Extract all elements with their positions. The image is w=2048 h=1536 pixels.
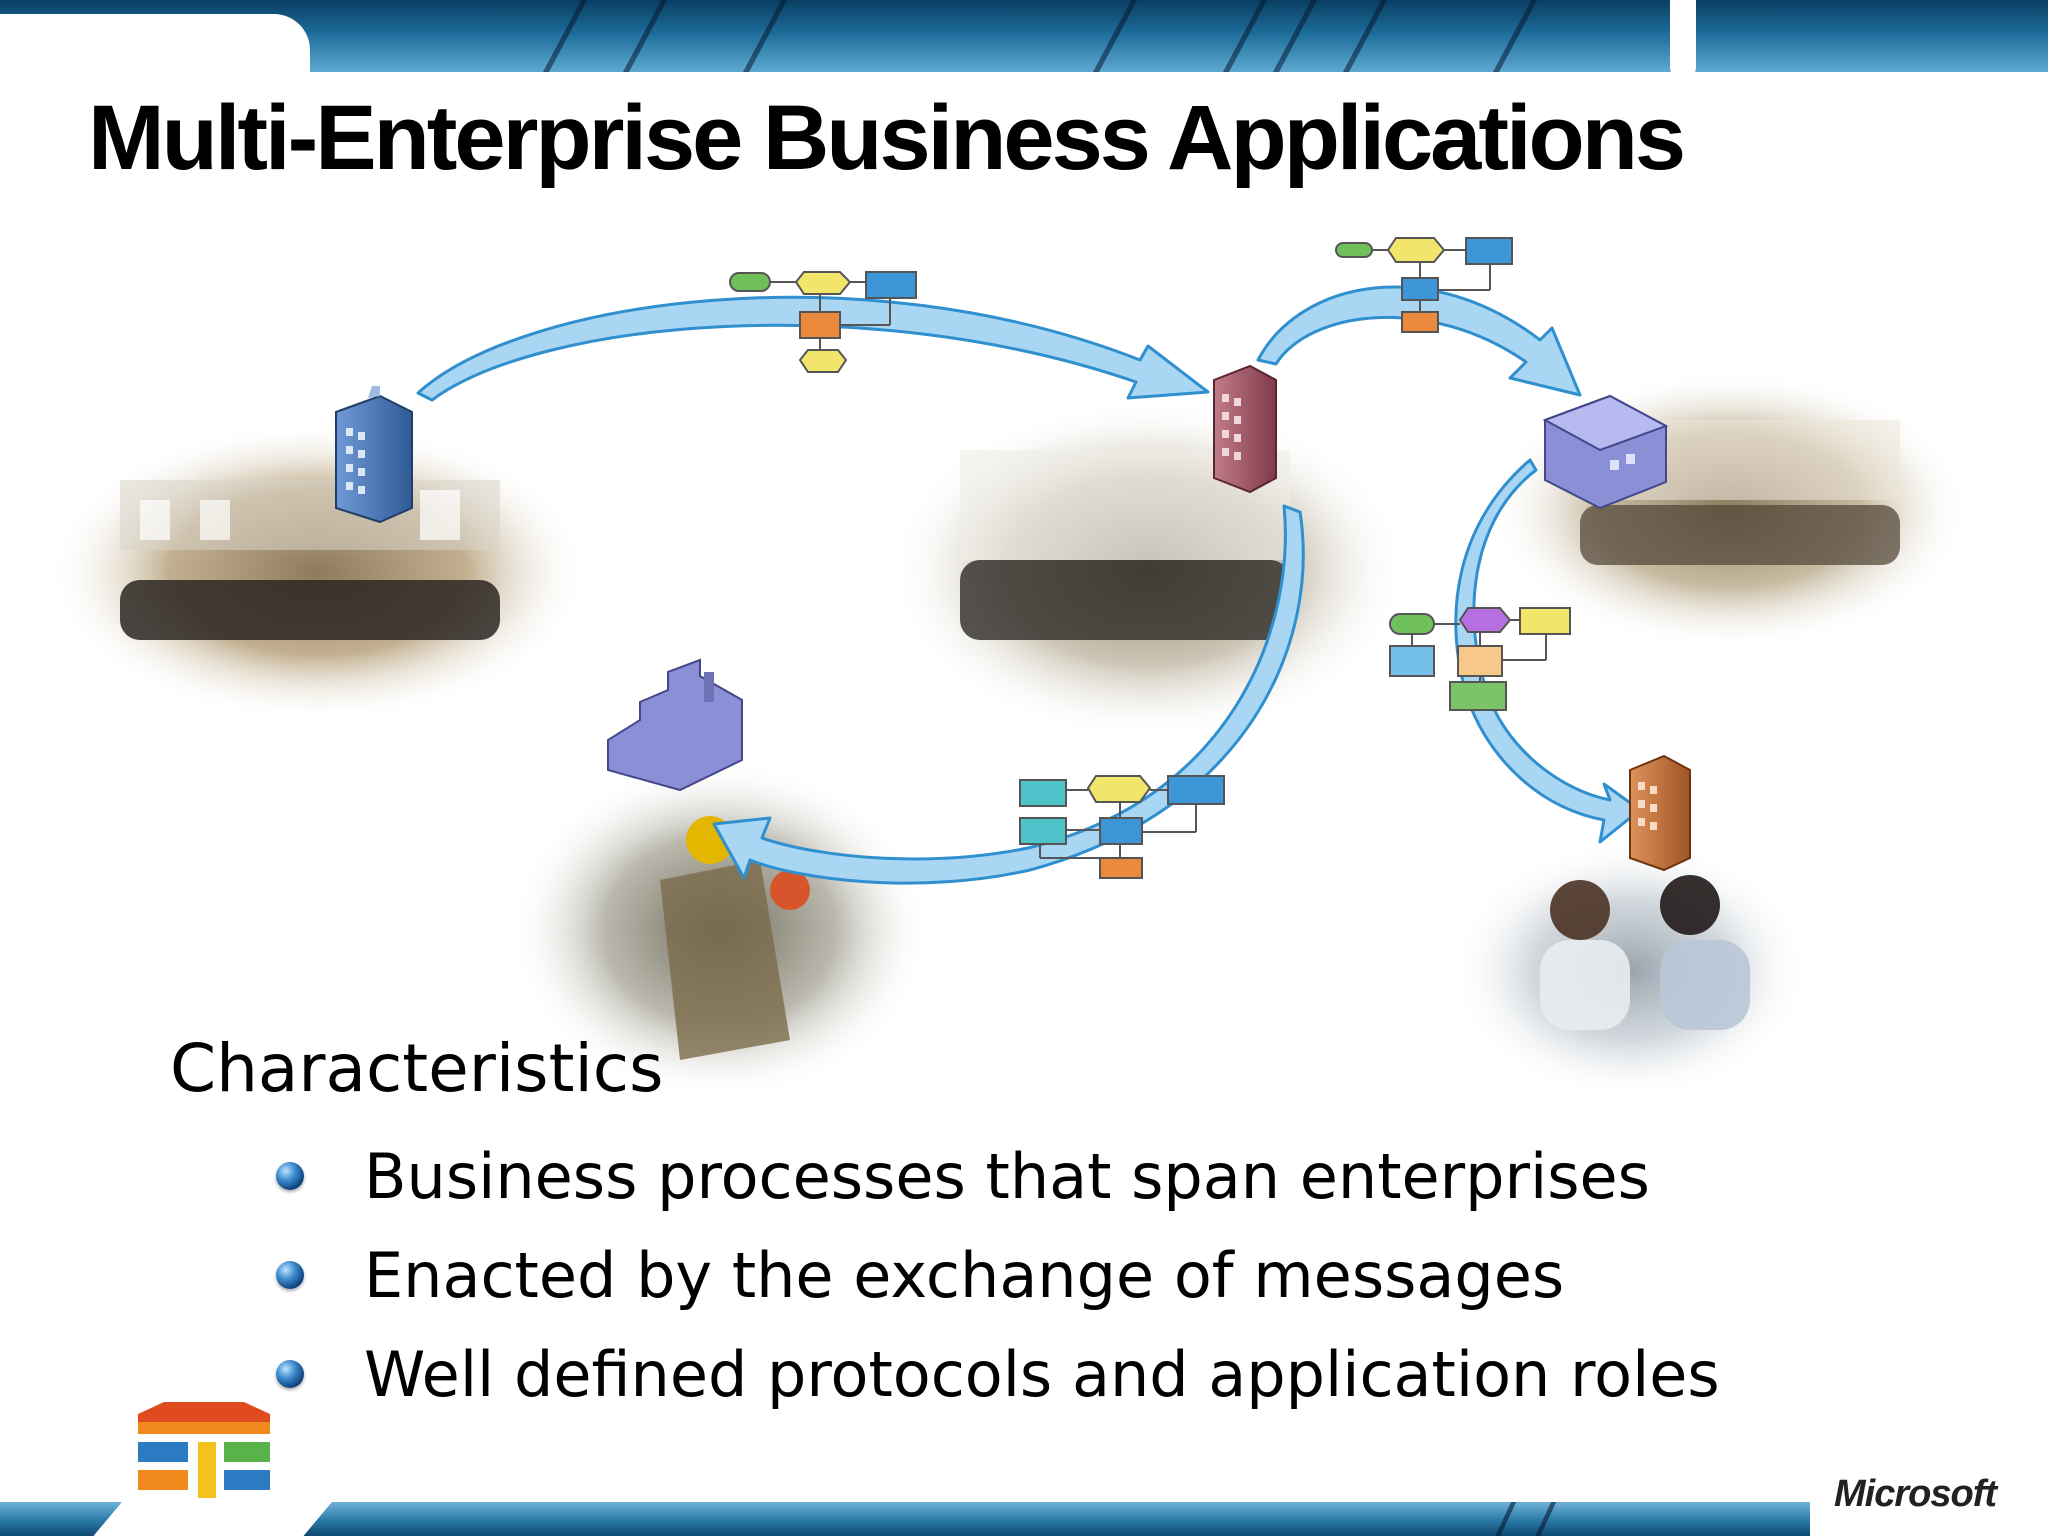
list-item-text: Business processes that span enterprises xyxy=(364,1140,1650,1213)
process-flowchart-icon xyxy=(1335,237,1513,333)
warehouse-icon xyxy=(1542,394,1669,510)
footer-band xyxy=(0,1502,2048,1536)
factory-icon xyxy=(607,658,743,792)
list-item-text: Enacted by the exchange of messages xyxy=(364,1239,1565,1312)
header-tab-left xyxy=(0,14,310,72)
business-process-diagram xyxy=(48,237,1970,1100)
bullet-icon xyxy=(276,1360,304,1388)
characteristics-heading: Characteristics xyxy=(170,1030,664,1107)
header-tab-right xyxy=(1670,0,1696,72)
process-flowchart-icon xyxy=(1019,775,1225,879)
office-building-icon xyxy=(335,386,413,524)
slide-title: Multi-Enterprise Business Applications xyxy=(88,87,1686,189)
process-flowchart-icon xyxy=(729,271,917,373)
message-arrow-1 xyxy=(416,295,1210,402)
bullet-icon xyxy=(276,1162,304,1190)
office-team-photo xyxy=(48,422,588,722)
microsoft-logo: Microsoft xyxy=(1834,1473,1997,1515)
footer-cut xyxy=(85,1502,337,1536)
process-flowchart-icon xyxy=(1389,607,1571,711)
office-building-icon xyxy=(1213,364,1277,494)
footer-stripe xyxy=(1526,1502,1559,1536)
header-band xyxy=(0,0,2048,72)
office-building-icon xyxy=(1629,754,1691,872)
meeting-photo xyxy=(1450,840,1810,1100)
brand-logo-icon xyxy=(138,1402,270,1498)
message-arrow-2 xyxy=(1256,285,1582,397)
footer-cut xyxy=(1810,1502,2048,1536)
factory-workers-photo xyxy=(510,760,930,1100)
bullet-icon xyxy=(276,1261,304,1289)
footer-stripe xyxy=(1486,1502,1519,1536)
office-team-photo xyxy=(888,400,1408,740)
list-item-text: Well defined protocols and application r… xyxy=(364,1338,1720,1411)
message-arrow-4 xyxy=(712,504,1305,885)
